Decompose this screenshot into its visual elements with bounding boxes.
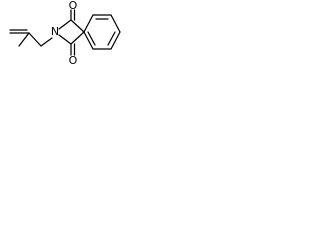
benzene-bond-4 xyxy=(110,31,121,50)
benzene-bond-6 xyxy=(83,31,94,50)
c2-to-n-bond xyxy=(58,34,72,45)
benzene-ring xyxy=(83,14,121,50)
benzene-double-bond-inner-3 xyxy=(87,31,96,46)
nitrogen-atom-label: N xyxy=(51,25,59,38)
methallyl-chain xyxy=(9,29,53,47)
c1-to-n-bond xyxy=(58,19,72,30)
benzene-bond-3 xyxy=(110,14,121,33)
c2-to-benzene-bond xyxy=(70,31,85,45)
oxygen-atom-bottom-label: O xyxy=(69,54,78,67)
c-to-methyl-bond xyxy=(18,32,30,47)
carbonyl-top xyxy=(70,9,76,21)
n-to-ch2-bond xyxy=(40,37,53,47)
c1-to-benzene-bond xyxy=(70,19,85,33)
chemical-structure-diagram: N O O xyxy=(9,0,121,67)
benzene-double-bond-inner-2 xyxy=(107,31,116,46)
ch2-to-c-bond xyxy=(28,32,42,47)
oxygen-atom-top-label: O xyxy=(69,0,78,12)
imide-ring xyxy=(58,19,85,45)
benzene-bond-1 xyxy=(83,14,94,33)
carbonyl-bottom xyxy=(70,43,76,56)
